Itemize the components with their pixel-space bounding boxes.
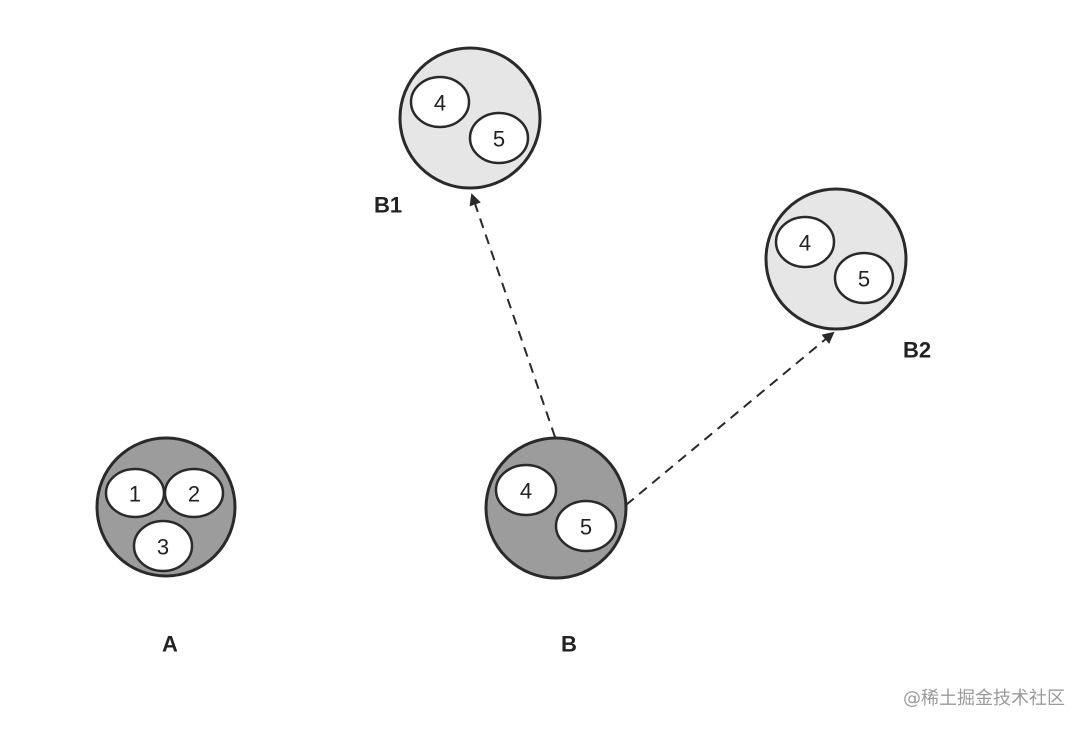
node-a-2-label: 2 [188, 482, 200, 507]
node-b-5-label: 5 [580, 515, 592, 540]
node-b2-5: 5 [833, 251, 895, 305]
group-b2-label: B2 [903, 338, 931, 363]
node-b2-5-label: 5 [858, 267, 870, 292]
watermark-text: @稀土掘金技术社区 [903, 688, 1065, 709]
node-b1-5: 5 [468, 111, 530, 165]
node-a-2: 2 [163, 467, 225, 519]
node-a-3-label: 3 [157, 535, 169, 560]
group-a-label: A [162, 632, 178, 657]
edge-b-to-b1 [469, 193, 556, 438]
node-b2-4: 4 [774, 215, 836, 269]
group-b-label: B [561, 632, 577, 657]
node-b2-4-label: 4 [799, 231, 811, 256]
group-b: 4 5 [484, 436, 628, 580]
node-b-4: 4 [494, 463, 558, 517]
node-a-1-label: 1 [129, 482, 141, 507]
group-b2: 4 5 [764, 187, 908, 331]
node-b1-4-label: 4 [434, 91, 446, 116]
node-b-4-label: 4 [520, 479, 532, 504]
group-b1-label: B1 [374, 193, 402, 218]
node-b1-4: 4 [409, 75, 471, 129]
node-a-1: 1 [104, 467, 166, 519]
group-b1: 4 5 [398, 46, 542, 190]
node-b-5: 5 [554, 499, 618, 553]
node-a-3: 3 [132, 519, 194, 573]
group-a: 1 2 3 [95, 436, 237, 578]
edge-b-to-b2 [625, 331, 835, 506]
node-b1-5-label: 5 [493, 127, 505, 152]
